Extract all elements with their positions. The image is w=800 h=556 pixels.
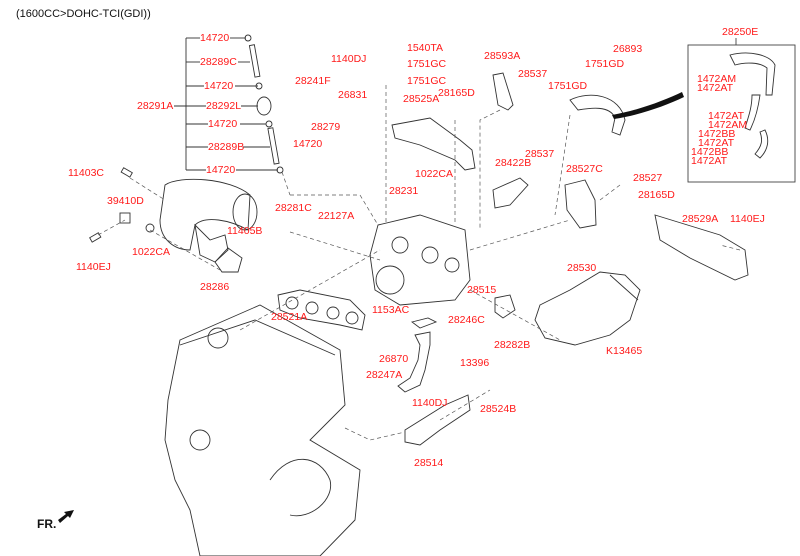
part-label[interactable]: 28530 — [567, 262, 597, 274]
part-label[interactable]: 1140EJ — [730, 213, 765, 225]
front-marker: FR. — [37, 517, 57, 531]
hose-parts — [244, 34, 284, 174]
part-label[interactable]: 1472BB — [691, 146, 729, 158]
part-label[interactable]: 1472BB — [698, 128, 736, 140]
part-label[interactable]: 28537 — [525, 148, 555, 160]
part-label[interactable]: 28165D — [638, 189, 675, 201]
turbocharger-manifold — [369, 214, 471, 306]
part-label[interactable]: 28231 — [389, 185, 419, 197]
part-label[interactable]: 1140DJ — [412, 397, 448, 409]
heat-shield-28529A — [654, 214, 749, 281]
part-label[interactable]: 28524B — [480, 403, 517, 415]
part-label[interactable]: 14720 — [208, 118, 238, 130]
part-label[interactable]: 28514 — [414, 457, 444, 469]
part-label[interactable]: 1472AT — [698, 137, 734, 149]
part-label[interactable]: 28165D — [438, 87, 475, 99]
bracket-28422B — [492, 177, 529, 209]
gaskets — [277, 289, 516, 331]
bracket-28514 — [404, 394, 471, 446]
part-label[interactable]: 26893 — [613, 43, 643, 55]
heat-shield-28527C — [564, 179, 597, 229]
part-label[interactable]: 1751GD — [548, 80, 588, 92]
part-label[interactable]: 28292L — [206, 100, 242, 112]
part-label[interactable]: 14720 — [206, 164, 236, 176]
part-label[interactable]: 28521A — [271, 311, 308, 323]
part-label[interactable]: 28250E — [722, 26, 759, 38]
part-label[interactable]: 14720 — [204, 80, 234, 92]
part-label[interactable]: 28422B — [495, 157, 532, 169]
part-label[interactable]: 13396 — [460, 357, 490, 369]
part-label[interactable]: 1540TA — [407, 42, 443, 54]
part-label[interactable]: 1472AT — [708, 110, 744, 122]
part-label[interactable]: 1472AT — [691, 155, 727, 167]
part-label[interactable]: 1472AM — [697, 73, 737, 85]
part-label[interactable]: 14720 — [200, 32, 230, 44]
part-label[interactable]: 28527 — [633, 172, 663, 184]
catalytic-converter-28530 — [534, 271, 641, 346]
part-label[interactable]: 28593A — [484, 50, 521, 62]
part-label[interactable]: 1022CA — [132, 246, 170, 258]
part-label[interactable]: 11403C — [68, 167, 105, 179]
part-label[interactable]: 26870 — [379, 353, 409, 365]
part-label[interactable]: 28282B — [494, 339, 531, 351]
diagram-title: (1600CC>DOHC-TCI(GDI)) — [16, 8, 151, 20]
part-label[interactable]: K13465 — [606, 345, 643, 357]
inset-box-28250E — [687, 44, 796, 183]
part-label[interactable]: 1022CA — [415, 168, 453, 180]
part-label[interactable]: 28527C — [566, 163, 603, 175]
part-label[interactable]: 1751GC — [407, 75, 447, 87]
part-label[interactable]: 28537 — [518, 68, 548, 80]
part-label[interactable]: 28289C — [200, 56, 237, 68]
part-label[interactable]: 28279 — [311, 121, 341, 133]
part-label[interactable]: 28515 — [467, 284, 497, 296]
bracket-28593A — [492, 72, 514, 111]
part-label[interactable]: 28529A — [682, 213, 719, 225]
part-label[interactable]: 26831 — [338, 89, 368, 101]
front-direction-arrow-icon — [58, 510, 74, 523]
part-label[interactable]: 1153AC — [372, 304, 410, 316]
coolant-pipe — [569, 94, 626, 136]
part-label[interactable]: 1751GC — [407, 58, 447, 70]
oil-return-pipe-26870 — [397, 331, 431, 393]
part-label[interactable]: 22127A — [318, 210, 355, 222]
part-label[interactable]: 1751GD — [585, 58, 625, 70]
engine-block — [164, 304, 361, 556]
part-label[interactable]: 28246C — [448, 314, 485, 326]
hose-assembly-bracket — [174, 37, 278, 171]
part-label[interactable]: 1472AT — [697, 82, 733, 94]
part-label[interactable]: 14720 — [293, 138, 323, 150]
part-label[interactable]: 28247A — [366, 369, 403, 381]
part-label[interactable]: 28291A — [137, 100, 174, 112]
part-label[interactable]: 39410D — [107, 195, 144, 207]
inset-hoses — [729, 52, 776, 159]
intake-pipe-28281C — [159, 178, 258, 273]
part-label[interactable]: 28289B — [208, 141, 245, 153]
left-fasteners — [89, 167, 155, 243]
part-label[interactable]: 28281C — [275, 202, 312, 214]
inset-pointer-arrow — [612, 92, 684, 119]
part-label[interactable]: 28286 — [200, 281, 230, 293]
part-label[interactable]: 28525A — [403, 93, 440, 105]
part-label[interactable]: 1140EJ — [76, 261, 111, 273]
part-label[interactable]: 11405B — [227, 225, 263, 237]
part-label[interactable]: 1472AM — [708, 119, 748, 131]
part-label[interactable]: 1140DJ — [331, 53, 367, 65]
part-label[interactable]: 28241F — [295, 75, 331, 87]
heat-shield-28525A — [391, 117, 476, 171]
